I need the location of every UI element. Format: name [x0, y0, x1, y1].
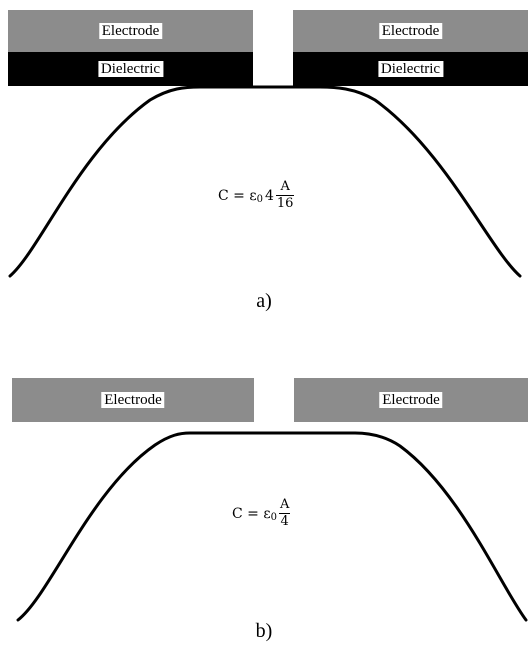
membrane-curve-a — [8, 85, 522, 278]
right-electrode: Electrode — [293, 10, 528, 52]
left-electrode-label: Electrode — [98, 23, 163, 39]
capacitance-formula-a: C = ε 0 4 A 16 — [218, 179, 295, 211]
formula-coefficient: 4 — [264, 187, 274, 204]
membrane-curve-b — [16, 431, 528, 622]
formula-lhs-b: C = ε — [232, 505, 271, 522]
right-electrode-label: Electrode — [378, 23, 443, 39]
caption-b: b) — [255, 620, 273, 642]
left-electrode: Electrode — [8, 10, 253, 52]
right-electrode-b: Electrode — [294, 378, 528, 422]
left-electrode-b: Electrode — [12, 378, 254, 422]
capacitance-formula-b: C = ε 0 A 4 — [232, 497, 291, 529]
left-dielectric: Dielectric — [8, 52, 253, 86]
fraction-bar — [275, 195, 295, 196]
fraction-numerator: A — [280, 179, 290, 194]
formula-lhs: C = ε — [218, 187, 257, 204]
right-electrode-b-label: Electrode — [379, 392, 443, 408]
fraction-b: A 4 — [278, 497, 291, 529]
fraction-bar-b — [278, 513, 291, 514]
caption-a: a) — [256, 290, 272, 312]
panel-b: Electrode Electrode C = ε 0 A 4 b) — [0, 330, 528, 660]
fraction-denominator: 16 — [276, 196, 294, 211]
panel-a: Electrode Dielectric Electrode Dielectri… — [8, 10, 528, 312]
epsilon-subscript: 0 — [256, 194, 263, 205]
left-electrode-b-label: Electrode — [101, 392, 165, 408]
epsilon-subscript-b: 0 — [270, 512, 277, 523]
fraction-numerator-b: A — [279, 497, 290, 512]
fraction-denominator-b: 4 — [280, 514, 289, 529]
right-dielectric: Dielectric — [293, 52, 528, 86]
right-dielectric-label: Dielectric — [377, 61, 444, 77]
fraction: A 16 — [275, 179, 295, 211]
left-dielectric-label: Dielectric — [97, 61, 164, 77]
